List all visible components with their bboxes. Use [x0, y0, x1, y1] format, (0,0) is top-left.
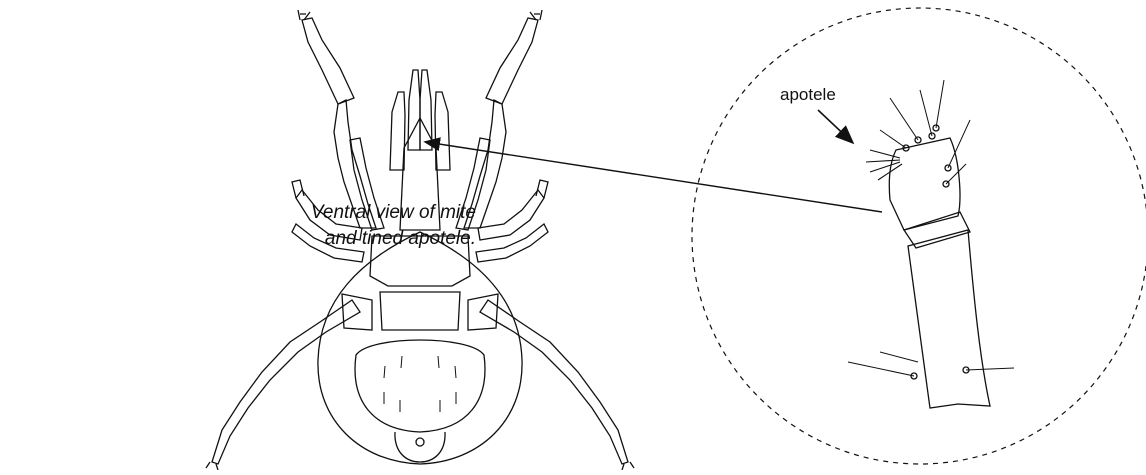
setae [384, 356, 456, 412]
magnified-leg [848, 80, 1014, 408]
apotele-label: apotele [780, 85, 836, 104]
caption-line-1: Ventral view of mite [200, 200, 476, 226]
figure-caption: Ventral view of mite and tined apotele. [200, 200, 476, 252]
apotele-arrow [818, 110, 852, 142]
pointer-arrow [426, 142, 882, 212]
magnification-circle [692, 8, 1146, 464]
caption-line-2: and tined apotele. [200, 226, 476, 252]
